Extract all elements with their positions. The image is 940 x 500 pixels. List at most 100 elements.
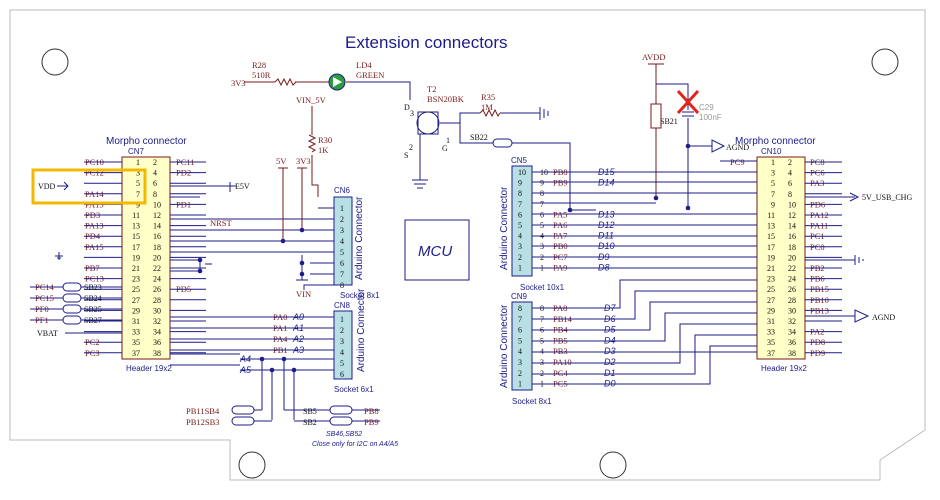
junction	[291, 367, 297, 373]
pin-number: 37	[132, 349, 140, 358]
pwr-3v3: 3V3	[296, 156, 311, 166]
pin-number: 7	[771, 190, 775, 199]
cn5-socket	[511, 165, 533, 277]
usb-chg-arrow	[805, 192, 860, 202]
sb2-ref: SB2	[303, 418, 317, 427]
junction	[259, 356, 265, 362]
morpho-left-ref: CN7	[128, 147, 145, 156]
sb21-bridge	[650, 103, 662, 129]
pin-number: 30	[788, 306, 796, 315]
pin-number: 31	[132, 317, 140, 326]
pin-number: 13	[767, 222, 775, 231]
pin-number: 11	[767, 211, 775, 220]
pin-number: 26	[153, 285, 161, 294]
pin-number: 19	[767, 253, 775, 262]
pin-number: 23	[132, 275, 140, 284]
page-title: Extension connectors	[345, 33, 508, 52]
pin-number: 4	[340, 348, 344, 357]
cn8-name: Arduino Connector	[356, 288, 367, 372]
sb22-wire	[459, 123, 596, 211]
ld4-color: GREEN	[356, 70, 384, 80]
pin-number: 6	[340, 259, 344, 268]
arduino-label: D3	[604, 346, 616, 356]
pin-number: 38	[788, 349, 796, 358]
pin-number: 8	[518, 304, 522, 313]
cn5-footer: Socket 10x1	[520, 283, 565, 292]
cn8-ref: CN8	[334, 301, 351, 310]
right-gnd-symbols	[805, 255, 870, 323]
pin-number: 1	[340, 315, 344, 324]
pwr-5v: 5V	[276, 156, 287, 166]
pin-number: 3	[771, 169, 775, 178]
pin-number: 22	[788, 264, 796, 273]
close-note: Close only for I2C on A4/A5	[312, 441, 398, 448]
pin-number: 19	[132, 253, 140, 262]
pin-number: 2	[518, 253, 522, 262]
cn9-ref: CN9	[511, 292, 528, 301]
pin-number: 3	[340, 226, 344, 235]
r35-ref: R35	[481, 92, 495, 102]
pin-number: 25	[767, 285, 775, 294]
pin-number: 20	[788, 253, 796, 262]
junction	[269, 367, 275, 373]
net-label: PC9	[730, 157, 745, 167]
mounting-hole-right-top	[871, 48, 899, 76]
cn6-ref: CN6	[334, 186, 351, 195]
sb4-bridge	[231, 405, 255, 415]
junction	[197, 268, 203, 274]
ld4-ref: LD4	[356, 60, 372, 70]
pin-number: 4	[788, 169, 792, 178]
sb22-ref: SB22	[470, 133, 488, 142]
pin-number: 7	[340, 270, 344, 279]
sb4-ref: PB11SB4	[186, 406, 220, 416]
r28-pwr: 3V3	[231, 78, 246, 88]
pin-number: 9	[540, 179, 544, 188]
arduino-label: D8	[598, 262, 610, 272]
pin-number: 28	[153, 296, 161, 305]
c29-wire	[656, 83, 694, 208]
morpho-right-title: Morpho connector	[735, 136, 816, 147]
pin-number: 8	[540, 189, 544, 198]
pin-number: 10	[153, 200, 161, 209]
pin-number: 2	[153, 158, 157, 167]
pin-number: 5	[518, 336, 522, 345]
nrst-label: NRST	[210, 218, 233, 228]
pin-number: 6	[518, 210, 522, 219]
c29-removed-icon	[676, 89, 700, 115]
pin-number: 1	[518, 263, 522, 272]
cn6-gnd	[296, 255, 308, 281]
vin5v-label: VIN_5V	[296, 95, 327, 105]
mounting-hole-bottom-right	[599, 451, 627, 479]
net-label: PB9	[553, 178, 568, 188]
pin-number: 24	[788, 275, 796, 284]
pin-number: 6	[540, 210, 544, 219]
r28-value: 510R	[252, 70, 271, 80]
pin-number: 21	[132, 264, 140, 273]
pin-number: 8	[153, 190, 157, 199]
pin-number: 26	[788, 285, 796, 294]
pin-number: 6	[788, 179, 792, 188]
r30-value: 1K	[318, 145, 329, 155]
junction	[685, 205, 691, 211]
pin-number: 2	[340, 326, 344, 335]
pin-number: 3	[518, 358, 522, 367]
t2-body-icon	[416, 111, 440, 135]
pin-number: 38	[153, 349, 161, 358]
sb-note: SB46,SB52	[326, 431, 362, 438]
sb-wires	[30, 286, 122, 321]
bottom-sb-wires	[254, 409, 380, 422]
pin-number: 27	[132, 296, 140, 305]
c29-ref: C29	[699, 103, 714, 112]
highlight-box	[31, 168, 147, 205]
sb22-bridge	[492, 138, 513, 148]
pin-number: 13	[132, 222, 140, 231]
pin-number: 34	[788, 328, 796, 337]
sb3-ref: PB12SB3	[186, 417, 220, 427]
pin-number: 5	[518, 221, 522, 230]
t2-s: S	[404, 151, 408, 160]
